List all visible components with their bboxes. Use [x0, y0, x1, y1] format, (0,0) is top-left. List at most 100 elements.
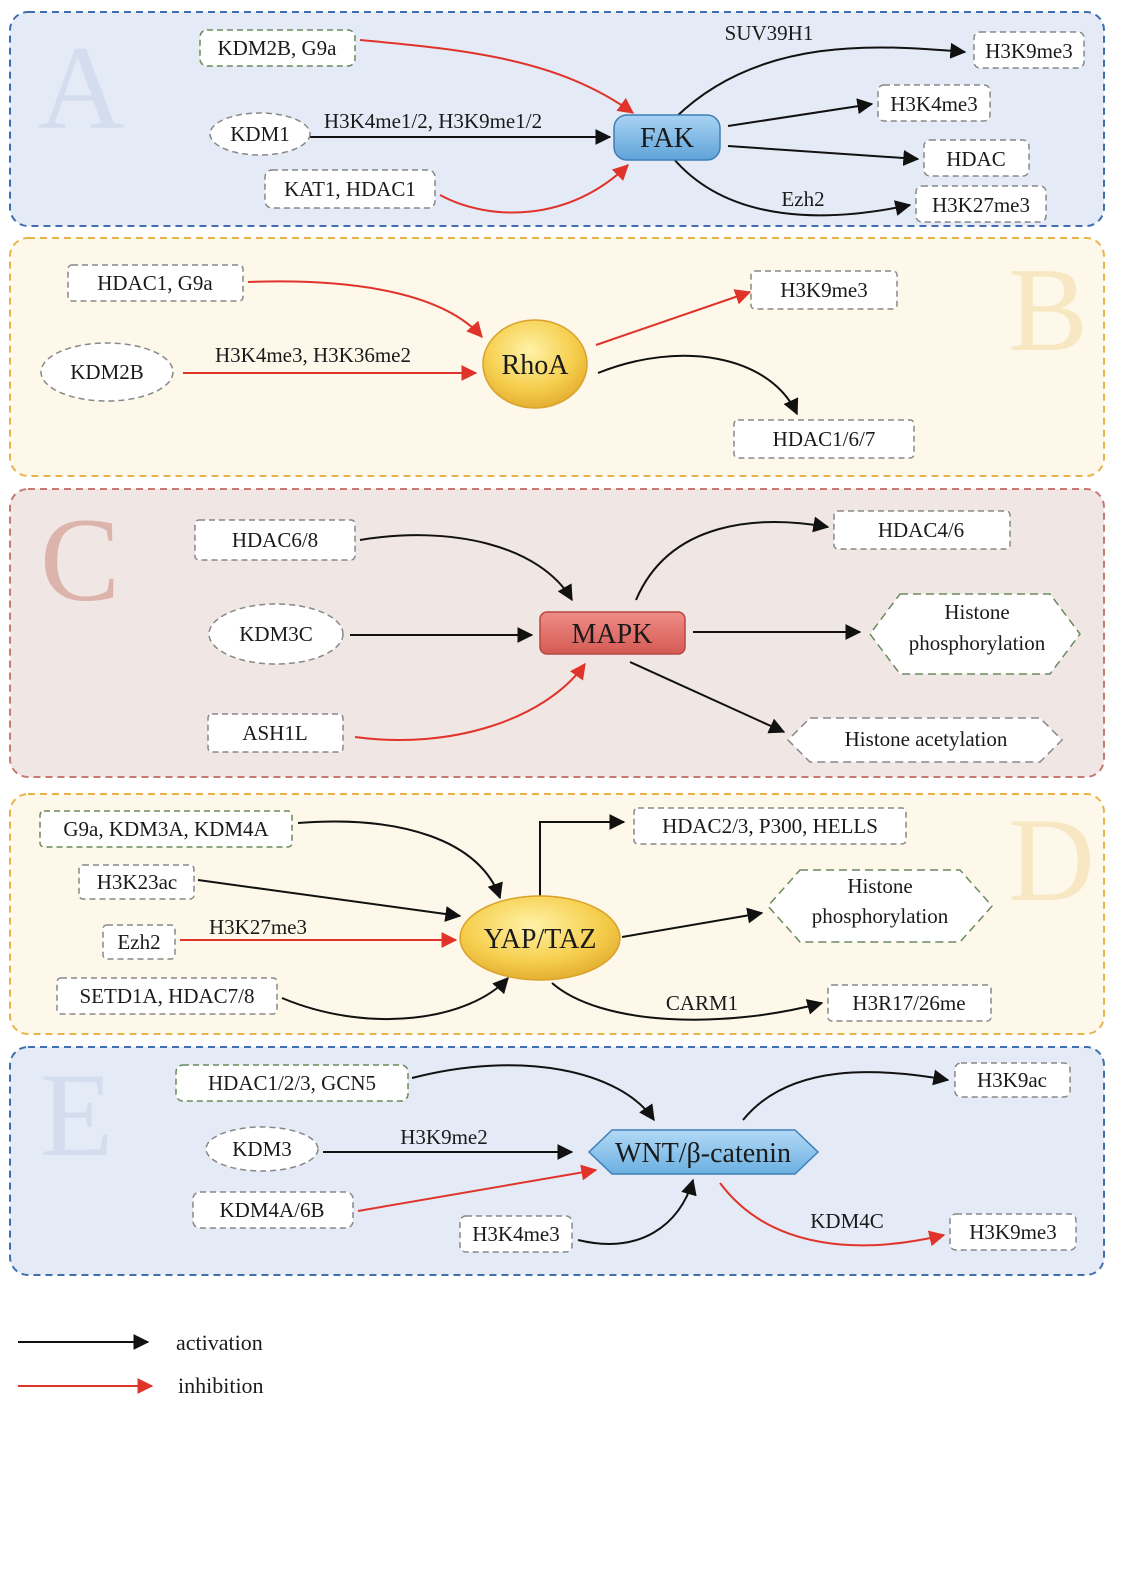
panel-d: D G9a, KDM3A, KDM4A H3K23ac Ezh2 SETD1A,… [9, 793, 1105, 1035]
edge-a-out1 [674, 42, 967, 119]
node-a-in2-label: KDM1 [230, 122, 290, 146]
panel-a: A KDM2B, G9a KDM1 KAT1, HDAC1 H3K4me1/2,… [9, 11, 1105, 227]
node-d-in1 [39, 810, 293, 848]
edge-e-in2-label: H3K9me2 [400, 1125, 488, 1149]
edge-d-out3-label: CARM1 [666, 991, 738, 1015]
edge-d-in1 [297, 820, 503, 900]
edge-c-in1 [359, 534, 573, 602]
edge-e-out2-label: KDM4C [810, 1209, 884, 1233]
edge-d-out1 [539, 814, 626, 896]
panel-c: C HDAC6/8 KDM3C ASH1L MAPK HDAC4/6 Histo… [9, 488, 1105, 778]
edge-a-out4 [672, 157, 912, 217]
node-a-out1 [973, 31, 1085, 69]
edge-c-in3 [354, 662, 586, 741]
node-e-in2 [205, 1126, 319, 1172]
node-d-out1 [633, 807, 907, 845]
edge-b-out1 [595, 289, 752, 346]
node-e-in2-label: KDM3 [232, 1137, 292, 1161]
node-a-out1-label: H3K9me3 [985, 39, 1073, 63]
node-e-out1 [954, 1062, 1071, 1098]
node-b-in1-label: HDAC1, G9a [97, 271, 213, 295]
edge-e-in3 [357, 1164, 598, 1212]
node-b-out2-label: HDAC1/6/7 [773, 427, 876, 451]
node-c-in1-label: HDAC6/8 [232, 528, 318, 552]
node-b-in2 [40, 342, 174, 402]
node-a-in1 [199, 29, 356, 67]
edge-e-in4 [577, 1178, 697, 1245]
node-c-out2 [869, 593, 1081, 675]
edge-a-out3 [727, 145, 920, 166]
edge-a-in1 [359, 39, 635, 114]
hub-wnt-beta-catenin [587, 1129, 820, 1175]
edge-c-out3 [629, 661, 786, 734]
panel-e-letter: E [40, 1048, 113, 1181]
legend: activation inhibition [18, 1330, 264, 1398]
node-b-in2-label: KDM2B [70, 360, 144, 384]
panel-c-letter: C [40, 493, 120, 626]
hub-fak [613, 114, 721, 161]
node-d-in4-label: SETD1A, HDAC7/8 [79, 984, 254, 1008]
hub-mapk [539, 611, 686, 655]
node-d-out1-label: HDAC2/3, P300, HELLS [662, 814, 878, 838]
node-b-out2 [733, 419, 915, 459]
node-d-out3-label: H3R17/26me [852, 991, 965, 1015]
node-e-out2-label: H3K9me3 [969, 1220, 1057, 1244]
node-e-in3 [192, 1191, 354, 1229]
edge-a-in2-label: H3K4me1/2, H3K9me1/2 [324, 109, 542, 133]
node-e-in3-label: KDM4A/6B [219, 1198, 324, 1222]
node-d-out2-line1: Histone [847, 874, 912, 898]
node-d-in3-label: Ezh2 [117, 930, 160, 954]
edge-a-out4-label: Ezh2 [781, 187, 824, 211]
panel-d-letter: D [1008, 793, 1095, 926]
hub-yap-taz [459, 895, 621, 981]
node-e-in4-label: H3K4me3 [472, 1222, 560, 1246]
node-c-out2-line2: phosphorylation [909, 631, 1046, 655]
hub-rhoa [482, 319, 588, 409]
edge-a-in3 [439, 164, 629, 214]
hub-rhoa-label: RhoA [502, 350, 570, 381]
legend-inhibition-label: inhibition [178, 1373, 264, 1398]
hub-wnt-beta-catenin-label: WNT/β-catenin [615, 1138, 791, 1169]
panel-b-letter: B [1008, 243, 1088, 376]
node-a-in3 [264, 169, 436, 209]
edge-e-out1 [742, 1069, 950, 1121]
edge-b-in2-label: H3K4me3, H3K36me2 [215, 343, 411, 367]
node-d-in2-label: H3K23ac [97, 870, 177, 894]
node-c-in2 [208, 603, 344, 665]
node-c-in2-label: KDM3C [239, 622, 313, 646]
node-a-out2 [877, 84, 991, 122]
node-a-out3 [923, 139, 1030, 177]
hub-mapk-label: MAPK [572, 619, 653, 650]
node-d-in4 [56, 977, 278, 1015]
node-a-in2 [209, 112, 311, 156]
node-b-in1 [67, 264, 244, 302]
node-d-in1-label: G9a, KDM3A, KDM4A [63, 817, 269, 841]
edge-b-in1 [247, 280, 483, 338]
edge-c-out1 [635, 516, 830, 601]
node-a-out3-label: HDAC [946, 147, 1006, 171]
node-e-out1-label: H3K9ac [977, 1068, 1047, 1092]
node-d-out2-line2: phosphorylation [812, 904, 949, 928]
node-a-in1-label: KDM2B, G9a [218, 36, 338, 60]
panel-e: E HDAC1/2/3, GCN5 KDM3 KDM4A/6B H3K4me3 … [9, 1046, 1105, 1276]
node-a-out2-label: H3K4me3 [890, 92, 978, 116]
edge-d-in3-label: H3K27me3 [209, 915, 307, 939]
edge-d-out3 [551, 982, 824, 1021]
node-b-out1 [750, 270, 898, 310]
node-d-out3 [827, 984, 992, 1022]
node-c-in1 [194, 519, 356, 561]
node-a-in3-label: KAT1, HDAC1 [284, 177, 416, 201]
node-d-in3 [102, 924, 176, 960]
edge-a-out2 [727, 98, 874, 127]
node-a-out4 [915, 185, 1047, 223]
node-c-out2-line1: Histone [944, 600, 1009, 624]
node-c-in3-label: ASH1L [242, 721, 307, 745]
node-c-out1-label: HDAC4/6 [878, 518, 964, 542]
edge-e-out2 [719, 1182, 946, 1247]
panel-a-letter: A [38, 21, 125, 154]
node-d-in2 [78, 864, 195, 900]
node-e-in1 [175, 1064, 409, 1102]
node-b-out1-label: H3K9me3 [780, 278, 868, 302]
node-c-out3 [786, 717, 1064, 763]
